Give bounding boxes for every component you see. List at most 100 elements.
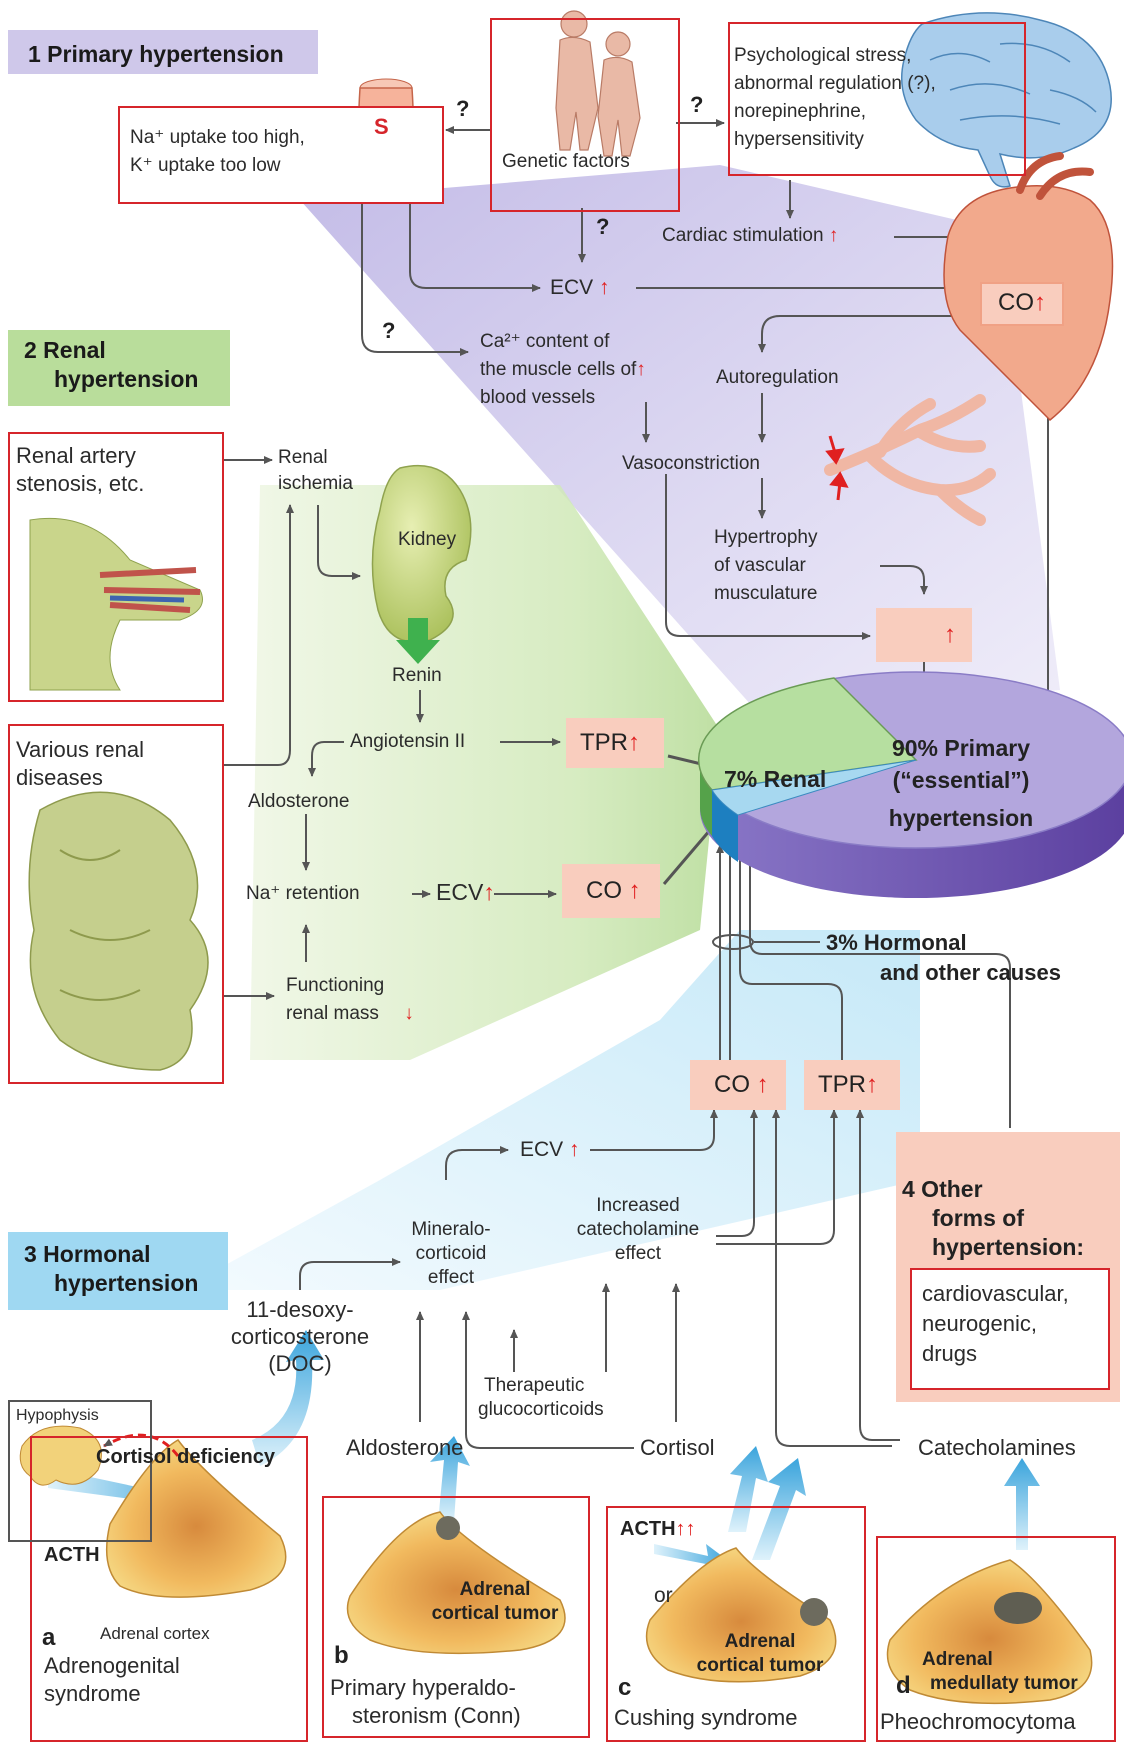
pie-label-primary-1: 90% Primary bbox=[891, 735, 1031, 761]
ischemia-label-2: ischemia bbox=[278, 473, 353, 494]
other-list-3: drugs bbox=[922, 1341, 978, 1366]
doc-label-3: (DOC) bbox=[268, 1351, 332, 1376]
co-hormonal-box bbox=[690, 1060, 786, 1110]
blue-arrow-cortisol-1 bbox=[728, 1446, 768, 1532]
wire-cateff-to-tpr bbox=[716, 1109, 838, 1245]
mineralo-label-1: Mineralo- bbox=[411, 1219, 491, 1240]
ecv-hormonal-label: ECV ↑ bbox=[520, 1138, 580, 1162]
wire-salt-to-ecv bbox=[409, 200, 541, 292]
vasoconstriction-label: Vasoconstriction bbox=[622, 453, 760, 474]
panel-a bbox=[30, 1436, 308, 1742]
co-primary-value: CO↑ bbox=[998, 288, 1046, 318]
angiotensin-label: Angiotensin II bbox=[350, 731, 466, 752]
co-renal-value: CO ↑ bbox=[586, 876, 641, 906]
co-renal-text: CO bbox=[586, 877, 622, 904]
tpr-primary-up-wrap: ↑ bbox=[944, 620, 956, 650]
ca-label-2-text: the muscle cells of bbox=[480, 359, 637, 380]
kidney-illustration bbox=[371, 464, 472, 643]
section-other-title-3: hypertension: bbox=[932, 1234, 1085, 1260]
kidney-label: Kidney bbox=[398, 529, 457, 550]
salt-letter: S bbox=[374, 114, 389, 139]
various-label-2: diseases bbox=[16, 765, 103, 790]
cardiac-up-arrow: ↑ bbox=[828, 225, 839, 246]
cortisol-deficiency-label: Cortisol deficiency bbox=[96, 1446, 275, 1468]
tumor-b-label: Adrenal cortical tumor bbox=[420, 1578, 570, 1626]
wire-ischemia-to-kidney bbox=[317, 505, 361, 580]
wire-vasoconstriction-to-tpr bbox=[665, 474, 871, 640]
other-forms-box: cardiovascular, neurogenic, drugs bbox=[910, 1268, 1110, 1390]
wire-various-to-ischemia bbox=[222, 504, 294, 766]
tpr-renal-value: TPR↑ bbox=[580, 728, 640, 758]
question-mark-salt: ? bbox=[456, 96, 470, 121]
doc-label-1: 11-desoxy- bbox=[246, 1297, 354, 1322]
pie-side-green bbox=[700, 760, 712, 836]
wire-ecv-to-co-hormonal bbox=[590, 1109, 718, 1151]
func-label-2-text: renal mass bbox=[286, 1003, 379, 1024]
pie-slice-hormonal bbox=[711, 759, 917, 816]
panel-c-name: Cushing syndrome bbox=[614, 1705, 798, 1730]
ca-label-3: blood vessels bbox=[480, 387, 596, 408]
blue-arrow-catecholamines bbox=[1004, 1458, 1040, 1550]
hormonal-wedge bbox=[180, 930, 920, 1290]
hypertrophy-label-1: Hypertrophy bbox=[714, 527, 818, 548]
doc-label: 11-desoxy- corticosterone (DOC) bbox=[222, 1296, 378, 1377]
hypertrophy-label-3: musculature bbox=[714, 583, 818, 604]
wire-catecholamines-to-co bbox=[772, 1109, 892, 1447]
wire-salt-to-ca bbox=[361, 200, 469, 356]
various-label-1: Various renal bbox=[16, 737, 144, 762]
cateff-label-3: effect bbox=[614, 1243, 662, 1264]
tpr-primary-box bbox=[876, 608, 972, 662]
blue-arrow-aldosterone bbox=[430, 1436, 470, 1522]
tpr-renal-up: ↑ bbox=[628, 729, 640, 756]
acth-c-up: ↑↑ bbox=[675, 1518, 696, 1540]
na-retention-label: Na⁺ retention bbox=[246, 883, 360, 904]
stress-label-3: norepinephrine, bbox=[734, 101, 867, 122]
cateff-label-2: catecholamine bbox=[576, 1219, 700, 1240]
brain-illustration bbox=[901, 12, 1112, 188]
tumor-d bbox=[994, 1592, 1042, 1624]
ecv-renal-text: ECV bbox=[436, 879, 484, 905]
stress-box bbox=[728, 22, 1026, 176]
co-renal-up: ↑ bbox=[628, 877, 641, 904]
pie-label-hormonal-2: and other causes bbox=[880, 960, 1061, 985]
tpr-hormonal-up: ↑ bbox=[866, 1071, 878, 1098]
wire-angiotensin-to-aldosterone bbox=[308, 741, 344, 777]
tpr-renal-text: TPR bbox=[580, 729, 628, 756]
hormonal-causes-bundle-ring bbox=[712, 934, 754, 950]
aldosterone-renal-label: Aldosterone bbox=[248, 791, 350, 812]
section-renal-title-1: 2 Renal bbox=[24, 337, 106, 363]
vessels-illustration bbox=[824, 394, 996, 526]
ca-label-1: Ca²⁺ content of bbox=[480, 331, 610, 352]
cateff-label-1: Increased bbox=[596, 1195, 680, 1216]
wire-catecholamines-to-tpr bbox=[856, 1109, 900, 1441]
tumor-b bbox=[436, 1516, 460, 1540]
tumor-d-label: Adrenal medullaty tumor bbox=[904, 1648, 1078, 1696]
ca-up-arrow: ↑ bbox=[636, 359, 646, 380]
co-hormonal-value: CO ↑ bbox=[714, 1070, 769, 1100]
tumor-c-label: Adrenal cortical tumor bbox=[680, 1630, 840, 1678]
stress-label-4: hypersensitivity bbox=[734, 129, 864, 150]
blue-arrow-doc bbox=[252, 1330, 324, 1466]
other-list-2: neurogenic, bbox=[922, 1311, 1037, 1336]
mineralo-label-3: effect bbox=[427, 1267, 475, 1288]
renin-label: Renin bbox=[392, 665, 442, 686]
cateff-label: Increased catecholamine effect bbox=[558, 1194, 718, 1266]
stress-label-2: abnormal regulation (?), bbox=[734, 73, 936, 94]
cardiac-stimulation-label: Cardiac stimulation ↑ bbox=[662, 224, 838, 248]
various-box bbox=[8, 724, 224, 1084]
pie-label-hormonal-1: 3% Hormonal bbox=[826, 930, 967, 955]
section-other-title-2: forms of bbox=[932, 1205, 1024, 1231]
question-mark-ca: ? bbox=[382, 318, 396, 343]
tumor-d-label-1: Adrenal bbox=[922, 1649, 993, 1670]
adrenal-cortex-label: Adrenal cortex bbox=[100, 1624, 210, 1643]
ecv-primary-up: ↑ bbox=[599, 276, 610, 299]
hypertrophy-label-2: of vascular bbox=[714, 555, 806, 576]
therapeutic-label: Therapeutic glucocorticoids bbox=[478, 1374, 604, 1422]
tumor-b-label-1: Adrenal bbox=[459, 1579, 531, 1600]
blue-arrow-cortisol-2 bbox=[752, 1458, 806, 1560]
tpr-renal-box bbox=[566, 718, 664, 768]
tpr-hormonal-value: TPR↑ bbox=[818, 1070, 878, 1100]
adrenal-b-illustration bbox=[346, 1511, 566, 1655]
section-primary-title: 1 Primary hypertension bbox=[28, 41, 284, 67]
panel-b-name-1: Primary hyperaldo- bbox=[330, 1675, 516, 1700]
